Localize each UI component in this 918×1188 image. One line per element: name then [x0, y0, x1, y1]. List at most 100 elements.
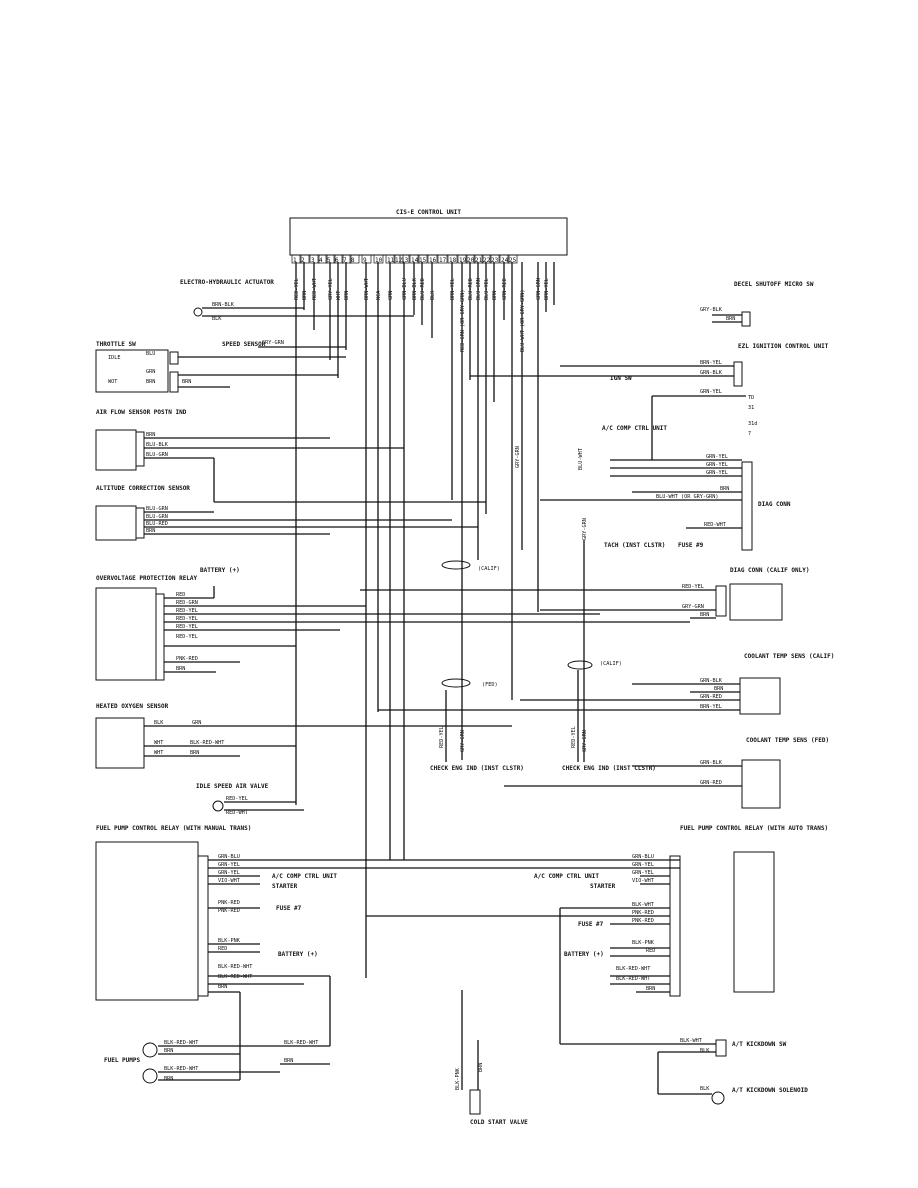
- wire-label: BRN: [164, 1076, 173, 1082]
- wire-label: RED-WHT: [704, 522, 726, 528]
- fp-manual-label: FUEL PUMP CONTROL RELAY (WITH MANUAL TRA…: [96, 825, 251, 832]
- wire-label: GRY-BLK: [700, 307, 723, 313]
- coolant-fed-label: COOLANT TEMP SENS (FED): [746, 737, 829, 744]
- tach-label: TACH (INST CLSTR): [604, 542, 665, 549]
- wire-label: BLK-RED-WHT: [284, 1040, 318, 1046]
- ecu-wire-label: BRN: [344, 291, 350, 300]
- fed-label: (FED): [482, 682, 498, 688]
- altitude-sensor: ALTITUDE CORRECTION SENSOR BLU-GRN BLU-G…: [95, 458, 486, 541]
- ecu-pin: 7: [343, 257, 347, 264]
- fp-auto-label: FUEL PUMP CONTROL RELAY (WITH AUTO TRANS…: [680, 825, 828, 832]
- ecu-wire-label: GRY-YEL: [328, 278, 334, 300]
- ecu-pin: 9: [363, 257, 367, 264]
- wire-label: RED-YEL: [176, 608, 198, 614]
- air-flow-label: AIR FLOW SENSOR POSTN IND: [96, 409, 187, 416]
- ac-comp-unit-label-left: A/C COMP CTRL UNIT: [272, 873, 337, 880]
- diag-calif-label: DIAG CONN (CALIF ONLY): [730, 567, 809, 574]
- wire-label: BRN: [700, 612, 709, 618]
- ecu-pin: 12: [395, 257, 403, 264]
- wire-label: BRN: [182, 379, 191, 385]
- ecu-pin-box: [437, 254, 448, 264]
- wire-label: PNK-RED: [632, 918, 654, 924]
- air-flow-sensor: AIR FLOW SENSOR POSTN IND BRN BLU-BLK BL…: [95, 409, 404, 471]
- wire-label: BRN: [646, 986, 655, 992]
- electro-hydraulic-actuator: ELECTRO-HYDRAULIC ACTUATOR BRN-BLK BLK: [180, 279, 414, 322]
- heated-o2-label: HEATED OXYGEN SENSOR: [96, 703, 169, 710]
- wire-label: BLK-RED-WHT: [164, 1066, 198, 1072]
- ecu-pin: 1: [293, 257, 297, 264]
- wire-label: BLK-RED-WHT: [616, 976, 650, 982]
- wire-label: BLU-GRN: [146, 514, 168, 520]
- ecu-wire-label: BLU-YEL: [484, 278, 490, 300]
- ecu-wire-label: BLU-RED: [468, 278, 474, 300]
- wire-label: RED-YEL: [226, 796, 248, 802]
- diag-conn-label: DIAG CONN: [758, 501, 791, 508]
- ecu-wire-label: BRN-WHT: [364, 278, 370, 300]
- wire-label: GRN-YEL: [706, 462, 728, 468]
- ecu-wire-label: NCA: [376, 290, 382, 300]
- wot-label: WOT: [108, 379, 117, 385]
- wire-label: BRN: [146, 432, 155, 438]
- wire-label: GRN-YEL: [218, 870, 240, 876]
- throttle-switch: THROTTLE SW IDLE WOT BLU GRN BRN BRN: [95, 341, 346, 393]
- wire-label: BLK-RED-WHT: [164, 1040, 198, 1046]
- wire-label: GRN-YEL: [632, 870, 654, 876]
- ecu-pin: 19: [459, 257, 467, 264]
- ecu-wire-label: GRN-RED: [502, 278, 508, 300]
- ecu-pin: 8: [351, 257, 355, 264]
- ecu-pin: 17: [439, 257, 447, 264]
- ecu-wire-label: RED-WHT: [312, 278, 318, 300]
- wire-label: RED-YEL: [176, 624, 198, 630]
- wire-label: PNK-RED: [632, 910, 654, 916]
- wire-label: RED-YEL: [176, 616, 198, 622]
- wire-label: GRN-RED: [700, 780, 722, 786]
- wire-label: RED-GRN: [176, 600, 198, 606]
- wire-label: GRN-YEL: [706, 454, 728, 460]
- altitude-label: ALTITUDE CORRECTION SENSOR: [96, 485, 190, 492]
- ecu-wire-label: BLU-GRN: [476, 278, 482, 300]
- wire-label: WHT: [154, 740, 163, 746]
- wire-label: GRY-GRN: [582, 518, 588, 540]
- wire-label: BRN: [284, 1058, 293, 1064]
- ecu-pin: 24: [501, 257, 509, 264]
- wire-label: GRN-BLK: [700, 370, 723, 376]
- decel-shutoff-switch: DECEL SHUTOFF MICRO SW GRY-BLK BRN: [700, 281, 814, 327]
- wire-label: BLU-GRN: [146, 506, 168, 512]
- ezl-pin: TD: [748, 395, 754, 401]
- ecu-pin: 23: [491, 257, 499, 264]
- wire-label: BRN: [190, 750, 199, 756]
- ecu-pin: 5: [327, 257, 331, 264]
- wire-label: BRN: [164, 1048, 173, 1054]
- wire-label: PNK-RED: [218, 908, 240, 914]
- wire-label: GRY-GRN: [262, 340, 284, 346]
- ecu-pin: 18: [449, 257, 457, 264]
- wire-label: BRN: [714, 686, 723, 692]
- battery-label-left: BATTERY (+): [278, 951, 318, 958]
- ac-comp-label: A/C COMP CTRL UNIT: [602, 425, 667, 432]
- wire-label: GRY-GRN: [460, 730, 466, 752]
- diag-connector: GRN-YEL GRN-YEL GRN-YEL BRN BLU-WHT (OR …: [540, 454, 791, 551]
- coolant-temp-fed: COOLANT TEMP SENS (FED) GRN-BLK GRN-RED: [504, 737, 829, 809]
- ecu-pin: 13: [401, 257, 409, 264]
- wire-label: BLU-GRN: [146, 452, 168, 458]
- kickdown-sol-label: A/T KICKDOWN SOLENOID: [732, 1087, 808, 1094]
- ecu-wire-label: BLU-RED: [420, 278, 426, 300]
- ac-comp-unit-label-right: A/C COMP CTRL UNIT: [534, 873, 599, 880]
- wire-label: PNK-RED: [176, 656, 198, 662]
- wire-label: GRY-GRN: [582, 730, 588, 752]
- fuse9-label: FUSE #9: [678, 542, 704, 549]
- wire-label: BLK-WHT: [680, 1038, 702, 1044]
- fuel-pumps-label: FUEL PUMPS: [104, 1057, 141, 1064]
- wire-label: BLK: [700, 1048, 710, 1054]
- wire-label: BLK-PNK: [455, 1067, 461, 1090]
- ecu-pin: 3: [311, 257, 315, 264]
- wire-label: GRY-GRN: [682, 604, 704, 610]
- wire-label: BLU-RED: [146, 521, 168, 527]
- speed-sensor-label: SPEED SENSOR: [222, 341, 266, 348]
- check-eng-label-right: CHECK ENG IND (INST CLSTR): [562, 765, 656, 772]
- wire-label: VIO-WHT: [218, 878, 240, 884]
- wire-label: BRN: [176, 666, 185, 672]
- coolant-temp-calif: COOLANT TEMP SENS (CALIF) GRN-BLK BRN GR…: [378, 653, 834, 715]
